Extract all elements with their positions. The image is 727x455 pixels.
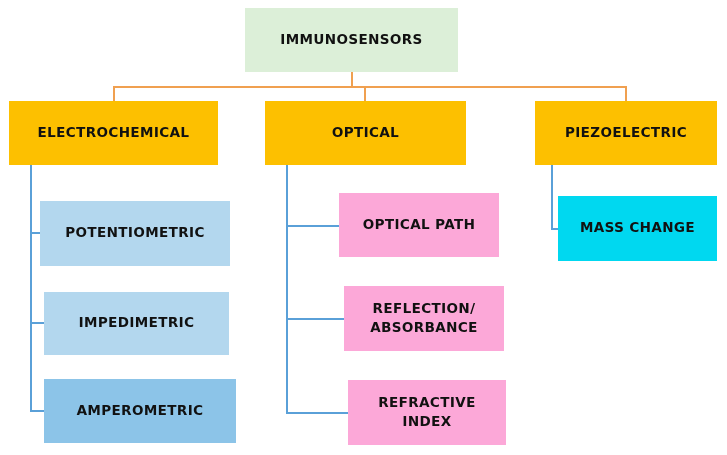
category-optical: OPTICAL	[265, 101, 466, 165]
optical-branch-line	[286, 165, 288, 414]
category-optical-label: OPTICAL	[331, 125, 400, 141]
electrochemical-branch-line	[30, 165, 32, 411]
root-connector-bar	[113, 86, 627, 88]
leaf-refractive-index: REFRACTIVE INDEX	[348, 380, 506, 445]
leaf-optical-path-label: OPTICAL PATH	[362, 216, 476, 233]
connector-amperometric	[30, 410, 44, 412]
category-piezoelectric-label: PIEZOELECTRIC	[564, 125, 688, 141]
connector-to-optical	[364, 86, 366, 101]
leaf-optical-path: OPTICAL PATH	[339, 193, 499, 257]
leaf-refractive-line1: REFRACTIVE	[378, 394, 476, 411]
leaf-amperometric-label: AMPEROMETRIC	[76, 402, 204, 419]
leaf-reflection-line1: REFLECTION/	[372, 300, 476, 317]
leaf-impedimetric-label: IMPEDIMETRIC	[78, 315, 195, 332]
connector-reflection	[286, 318, 344, 320]
leaf-absorbance-line2: ABSORBANCE	[370, 319, 478, 336]
leaf-reflection-absorbance: REFLECTION/ ABSORBANCE	[344, 286, 504, 351]
connector-refractive	[286, 412, 348, 414]
leaf-amperometric: AMPEROMETRIC	[44, 379, 236, 443]
leaf-mass-change-label: MASS CHANGE	[579, 220, 696, 237]
connector-potentiometric	[30, 232, 40, 234]
root-label: IMMUNOSENSORS	[280, 32, 423, 48]
category-piezoelectric: PIEZOELECTRIC	[535, 101, 717, 165]
root-node: IMMUNOSENSORS	[245, 8, 458, 72]
leaf-potentiometric: POTENTIOMETRIC	[40, 201, 230, 266]
category-electrochemical-label: ELECTROCHEMICAL	[37, 125, 190, 141]
category-electrochemical: ELECTROCHEMICAL	[9, 101, 218, 165]
leaf-index-line2: INDEX	[402, 413, 452, 430]
connector-optical-path	[286, 225, 339, 227]
leaf-mass-change: MASS CHANGE	[558, 196, 717, 261]
leaf-impedimetric: IMPEDIMETRIC	[44, 292, 229, 355]
connector-impedimetric	[30, 322, 44, 324]
root-connector-stem	[351, 72, 353, 86]
connector-mass-change	[551, 228, 558, 230]
connector-to-piezoelectric	[625, 86, 627, 101]
connector-to-electrochemical	[113, 86, 115, 101]
piezoelectric-branch-line	[551, 165, 553, 229]
leaf-potentiometric-label: POTENTIOMETRIC	[65, 225, 205, 242]
